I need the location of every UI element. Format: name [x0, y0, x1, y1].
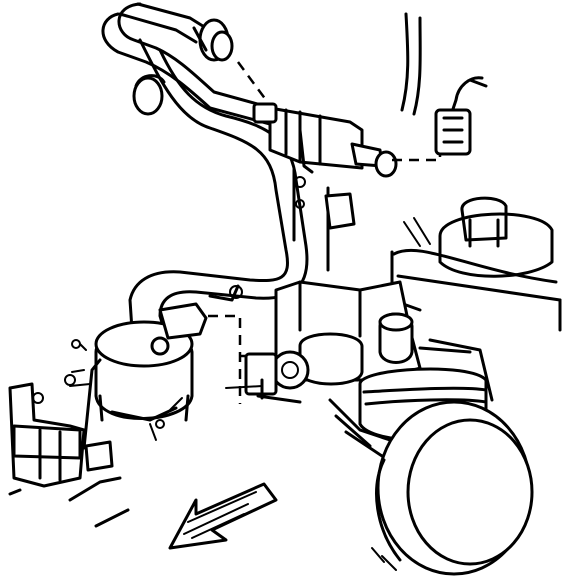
direction-arrow — [168, 482, 278, 550]
canister-hose — [158, 284, 243, 340]
cap-fitting — [132, 74, 166, 116]
fuel-vapor-canister-purge-solenoid — [252, 102, 398, 178]
mounting-bracket — [292, 168, 356, 272]
electrical-connector — [434, 76, 488, 156]
egr-valve — [403, 196, 554, 278]
throttle-body — [225, 280, 422, 404]
left-bracket — [8, 358, 183, 528]
air-filter-lid — [371, 400, 534, 576]
hose-clamp — [192, 18, 234, 62]
wire-harness — [400, 12, 422, 116]
